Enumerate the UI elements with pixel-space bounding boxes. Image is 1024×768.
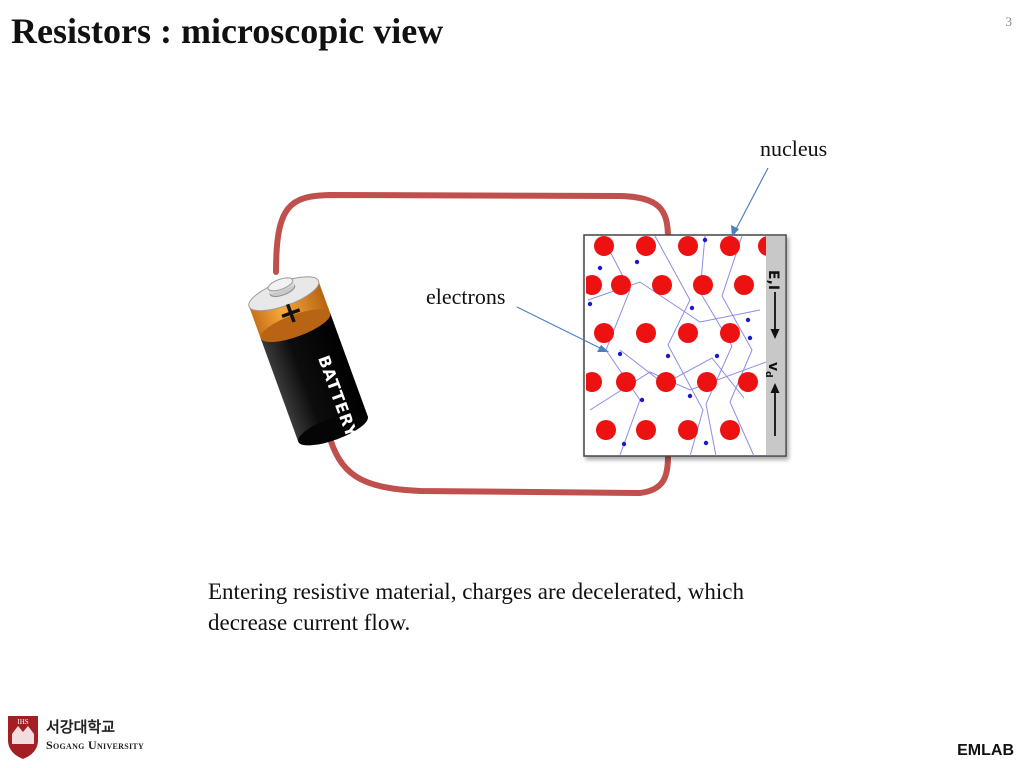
electrons-pointer — [516, 306, 607, 352]
nucleus — [594, 236, 614, 256]
nucleus — [616, 372, 636, 392]
electron — [745, 317, 751, 323]
electron — [689, 305, 695, 311]
shield-icon: IHS — [8, 716, 38, 759]
battery-band-edge — [260, 309, 331, 343]
electron — [617, 351, 623, 357]
nucleus — [693, 275, 713, 295]
electrons-pointer-head — [597, 345, 609, 352]
electrons-label: electrons — [426, 284, 505, 309]
shield-text: IHS — [17, 718, 28, 726]
logo-korean-name: 서강대학교 — [46, 718, 116, 736]
battery-bottom — [298, 412, 369, 446]
battery: + BATTERY — [248, 276, 369, 446]
electron-path — [619, 349, 745, 399]
nucleus — [678, 323, 698, 343]
electron — [703, 440, 709, 446]
battery-cap-band — [249, 281, 331, 339]
nucleus — [636, 420, 656, 440]
nucleus — [636, 236, 656, 256]
university-logo: IHS 서강대학교 Sogang University — [6, 712, 166, 762]
battery-body — [260, 313, 368, 442]
footer-brand: EMLAB — [957, 742, 1014, 759]
nucleus — [636, 323, 656, 343]
electron — [665, 353, 671, 359]
slide-title: Resistors : microscopic view — [11, 11, 444, 51]
circuit-wire-top — [273, 191, 671, 275]
circuit-wire-bottom — [325, 429, 671, 497]
electron-path — [699, 236, 733, 456]
logo-english-name: Sogang University — [46, 738, 145, 752]
field-label: E,I — [765, 270, 781, 290]
nucleus — [720, 236, 740, 256]
electron — [587, 301, 593, 307]
electron — [687, 393, 693, 399]
battery-terminal-top — [267, 277, 294, 292]
slide-caption: Entering resistive material, charges are… — [208, 579, 744, 635]
nucleus — [678, 236, 698, 256]
resistive-material — [583, 234, 787, 457]
nucleus — [586, 275, 602, 295]
material-side-bar — [766, 236, 785, 455]
nucleus — [734, 275, 754, 295]
nucleus — [738, 372, 758, 392]
nucleus-label: nucleus — [760, 136, 827, 161]
nucleus — [611, 275, 631, 295]
nucleus-pointer-head — [731, 225, 739, 237]
electron — [702, 237, 708, 243]
nucleus — [697, 372, 717, 392]
nucleus — [678, 420, 698, 440]
nucleus-pointer — [733, 167, 769, 234]
electron — [621, 441, 627, 447]
electron-path — [654, 236, 704, 456]
drift-velocity-arrow: vd — [763, 362, 781, 436]
electron — [747, 335, 753, 341]
velocity-label: vd — [763, 362, 781, 378]
nucleus — [720, 420, 740, 440]
nucleus — [720, 323, 740, 343]
field-arrow: E,I — [765, 270, 781, 339]
page-number: 3 — [1005, 14, 1013, 29]
electron-path — [721, 236, 755, 456]
nucleus — [596, 420, 616, 440]
nucleus — [586, 372, 602, 392]
electron — [634, 259, 640, 265]
nucleus — [652, 275, 672, 295]
nucleus — [594, 323, 614, 343]
electron — [639, 397, 645, 403]
electron — [714, 353, 720, 359]
nucleus — [758, 236, 766, 256]
electron — [597, 265, 603, 271]
nucleus — [656, 372, 676, 392]
electron-layer — [587, 237, 753, 447]
